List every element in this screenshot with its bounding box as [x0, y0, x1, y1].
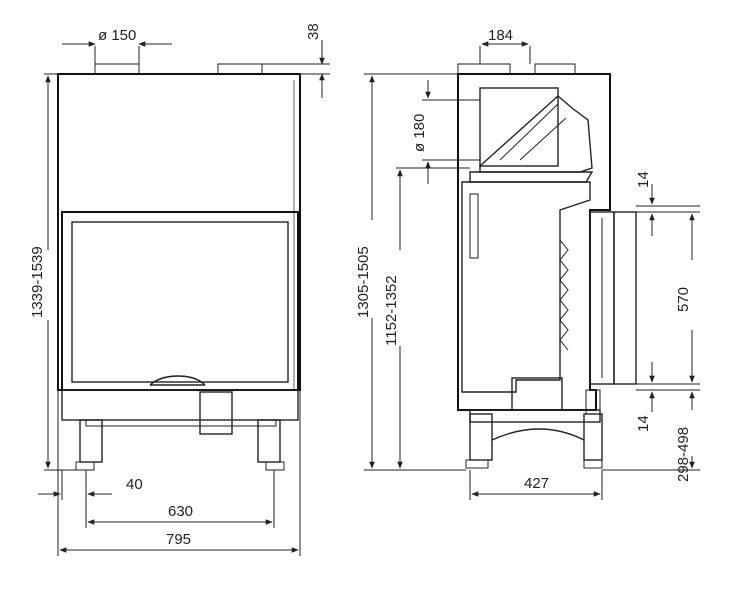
side-door-glass: [613, 211, 637, 385]
side-base-arch: [491, 428, 585, 441]
label-front-height: 1339-1539: [29, 246, 46, 318]
dim-side-top-width: 184: [479, 27, 531, 64]
side-hood: [469, 171, 594, 183]
front-door-frame: [61, 211, 299, 391]
front-glass: [71, 221, 289, 383]
front-flue-collar-left: [94, 63, 140, 75]
label-side-top-width: 184: [488, 27, 513, 44]
dim-front-flue: ø 150: [62, 27, 172, 64]
front-ash-drawer: [199, 391, 233, 435]
label-side-flue-diameter: ø 180: [411, 114, 428, 152]
side-smoke-box: [479, 87, 559, 167]
side-ash-box: [511, 377, 563, 411]
label-front-inner-width: 630: [168, 503, 193, 520]
side-door-latch: [585, 389, 601, 415]
front-view: [57, 63, 301, 471]
front-door-handle-grip: [149, 375, 206, 386]
label-side-opening-span: 570: [675, 287, 692, 312]
front-body: [57, 73, 301, 391]
side-flue-collar-right: [534, 63, 576, 75]
label-front-overall-width: 795: [166, 531, 191, 548]
dim-side-opening-height: 1152-1352: [383, 167, 470, 469]
label-front-top-offset: 38: [305, 23, 322, 40]
dim-side-flue: ø 180: [411, 80, 480, 184]
label-side-base-height: 298-498: [675, 427, 692, 482]
side-vent-zigzag: [559, 239, 569, 351]
side-foot-front: [465, 459, 489, 469]
dim-front-leg-offset: 40: [38, 470, 143, 500]
label-front-flue-diameter: ø 150: [98, 27, 136, 44]
label-front-leg-offset: 40: [126, 476, 143, 493]
front-base-lower: [85, 419, 277, 427]
dim-side-opening-span: 570: [636, 213, 700, 385]
side-body-outline: [457, 73, 611, 411]
side-base-frame: [469, 409, 601, 423]
dim-side-gap-top: 14: [635, 171, 700, 236]
side-leg-front: [469, 413, 493, 461]
front-flue-collar-right: [217, 63, 263, 75]
side-chamber: [461, 181, 591, 393]
dim-front-top-offset: 38: [262, 23, 330, 98]
dim-front-height: 1339-1539: [29, 73, 76, 471]
dim-side-base-height: 298-498: [602, 391, 700, 482]
front-base-panel: [61, 389, 299, 421]
front-foot-right: [265, 461, 285, 471]
side-baffle-rib-2: [519, 117, 567, 161]
side-flue-collar-left: [457, 63, 511, 75]
front-foot-left: [75, 461, 95, 471]
dim-side-gap-bottom: 14: [635, 362, 700, 432]
side-vent-left: [469, 193, 479, 259]
side-baffle: [479, 95, 593, 173]
label-side-opening-height: 1152-1352: [383, 275, 400, 346]
dim-front-overall-width: 795: [57, 390, 301, 556]
side-foot-rear: [583, 459, 603, 469]
label-side-depth: 427: [524, 475, 549, 492]
label-side-gap-bottom: 14: [635, 415, 652, 432]
dim-side-overall-height: 1305-1505: [355, 73, 466, 471]
dim-front-inner-width: 630: [85, 470, 275, 528]
label-side-gap-top: 14: [635, 171, 652, 188]
dim-side-depth: 427: [469, 470, 603, 500]
side-leg-rear: [583, 413, 603, 461]
label-side-overall-height: 1305-1505: [355, 246, 372, 318]
side-baffle-rib-1: [499, 103, 559, 161]
side-view: [457, 63, 637, 469]
